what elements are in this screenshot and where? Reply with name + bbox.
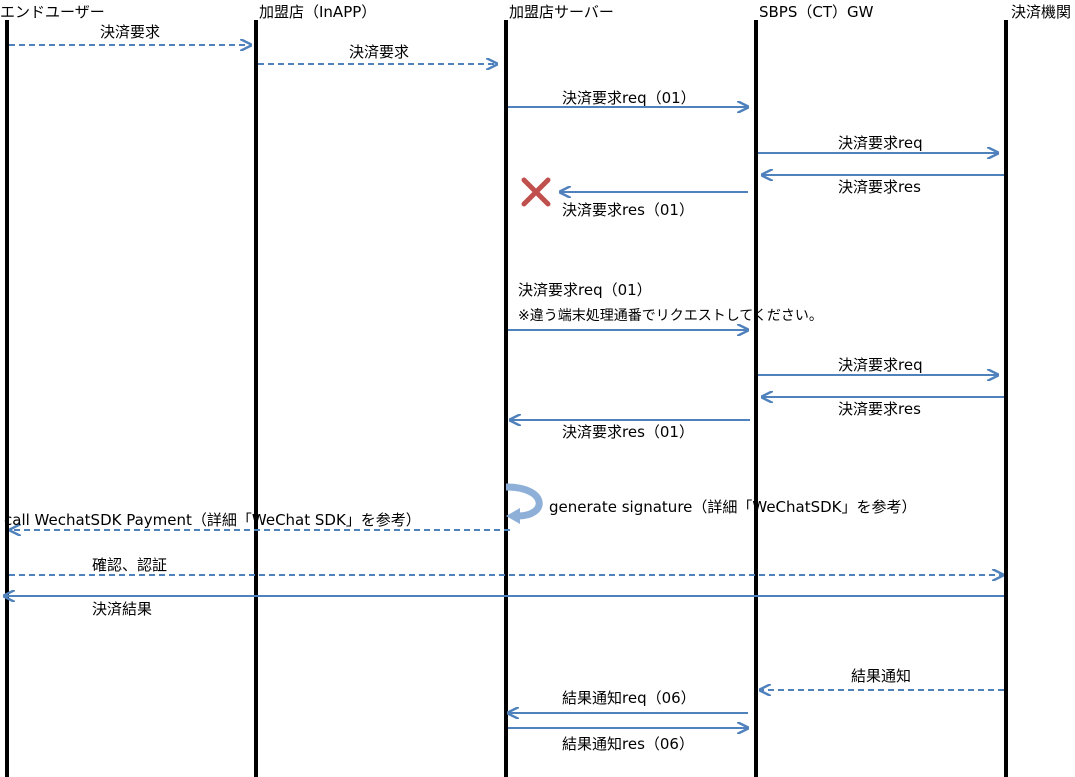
lane-title-gateway: SBPS（CT）GW — [759, 3, 874, 21]
label-payment-req-01-retry: 決済要求req（01） — [518, 281, 652, 299]
lane-title-end-user: エンドユーザー — [0, 3, 105, 21]
label-payment-res-1: 決済要求res — [838, 178, 921, 196]
label-result-notice-res-06: 結果通知res（06） — [562, 735, 694, 753]
x-mark-icon — [521, 177, 551, 207]
label-payment-res-01: 決済要求res（01） — [562, 423, 694, 441]
label-payment-request-app: 決済要求 — [349, 43, 410, 61]
label-result-notice: 結果通知 — [851, 667, 912, 685]
lane-title-merchant-server: 加盟店サーバー — [509, 3, 614, 21]
lane-title-payment-institution: 決済機関 — [1011, 3, 1072, 21]
label-confirm-auth: 確認、認証 — [92, 556, 168, 574]
label-payment-req-01: 決済要求req（01） — [562, 89, 696, 107]
self-loop-icon — [505, 483, 543, 524]
label-payment-request-user: 決済要求 — [100, 23, 161, 41]
label-generate-signature: generate signature（詳細「WeChatSDK」を参考） — [549, 498, 917, 516]
label-payment-req-2: 決済要求req — [838, 356, 923, 374]
label-result-notice-req-06: 結果通知req（06） — [562, 689, 696, 707]
label-call-wechat-sdk: call WechatSDK Payment（詳細「WeChat SDK」を参考… — [4, 511, 421, 529]
label-retry-note: ※違う端末処理通番でリクエストしてください。 — [518, 308, 823, 324]
lane-title-merchant-app: 加盟店（InAPP） — [259, 3, 377, 21]
label-payment-res-2: 決済要求res — [838, 400, 921, 418]
label-payment-result: 決済結果 — [92, 600, 153, 618]
label-payment-req-1: 決済要求req — [838, 134, 923, 152]
label-payment-res-01-failed: 決済要求res（01） — [562, 201, 694, 219]
